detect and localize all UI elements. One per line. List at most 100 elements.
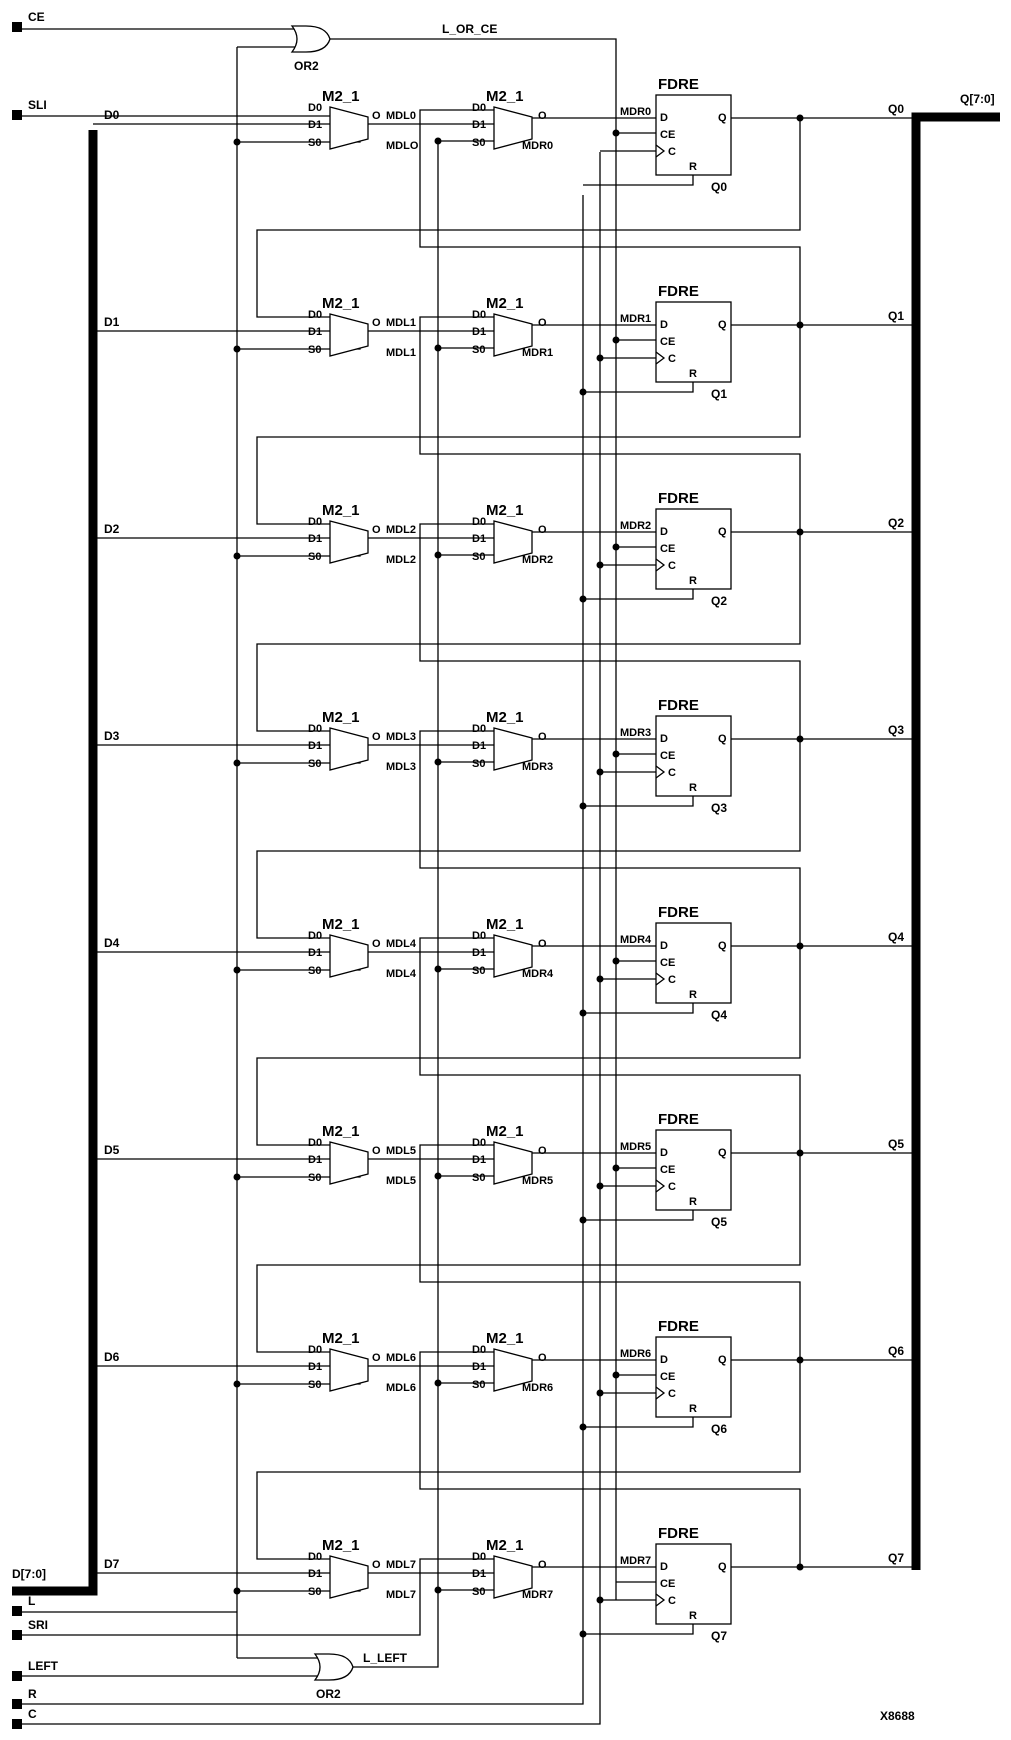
fdre-type-5: FDRE: [658, 1111, 699, 1128]
junction-dot: [579, 1630, 587, 1638]
pin-d0: D0: [472, 1137, 486, 1149]
clock-triangle-icon: [655, 765, 666, 779]
net-label-mdl-4: MDL4: [386, 938, 417, 950]
junction-dot: [434, 758, 442, 766]
mux-left-type-7: M2_1: [322, 1537, 360, 1554]
mux-left-4: [329, 934, 369, 978]
junction-dot: [233, 345, 241, 353]
feedback-left-5: [256, 1153, 801, 1353]
pin-ce: CE: [660, 957, 675, 969]
mux-left-type-4: M2_1: [322, 916, 360, 933]
pin-r: R: [689, 575, 697, 587]
q-bit-label-7: Q7: [888, 1551, 904, 1565]
pin-o: O: [372, 317, 381, 329]
net-label-mdr-1: MDR1: [620, 313, 651, 325]
pin-s0: S0: [472, 1379, 485, 1391]
d-bit-label-6: D6: [104, 1350, 120, 1364]
mux-right-type-2: M2_1: [486, 502, 524, 519]
pin-d1: D1: [308, 740, 322, 752]
q-bus: [911, 112, 1000, 1570]
pin-o: O: [538, 1559, 547, 1571]
pin-s0: S0: [308, 1586, 321, 1598]
mux-left-type-2: M2_1: [322, 502, 360, 519]
pin-d1: D1: [472, 533, 486, 545]
junction-dot: [579, 1423, 587, 1431]
pin-c: C: [668, 560, 676, 572]
inst-label-mdl-6: MDL6: [386, 1382, 416, 1394]
pin-o: O: [372, 1352, 381, 1364]
junction-dot: [796, 528, 804, 536]
mux-right-type-0: M2_1: [486, 88, 524, 105]
junction-dot: [612, 1371, 620, 1379]
pin-q: Q: [718, 319, 727, 331]
pin-o: O: [538, 938, 547, 950]
pin-d0: D0: [472, 1551, 486, 1563]
pin-c: C: [668, 1595, 676, 1607]
pin-d: D: [660, 1561, 668, 1573]
inst-label-mdl-5: MDL5: [386, 1175, 416, 1187]
junction-dot: [796, 735, 804, 743]
mux-left-7: [329, 1555, 369, 1599]
input-label-sri: SRI: [28, 1618, 48, 1632]
junction-dot: [612, 957, 620, 965]
d-bit-label-2: D2: [104, 522, 120, 536]
q-bus-label: Q[7:0]: [960, 92, 995, 106]
wire-sri-d0: [419, 1558, 494, 1577]
pin-d0: D0: [308, 723, 322, 735]
wire-r-ff: [583, 589, 694, 600]
net-label-mdl-5: MDL5: [386, 1145, 416, 1157]
pin-q: Q: [718, 112, 727, 124]
net-label-mdl-6: MDL6: [386, 1352, 416, 1364]
or2-bottom-label: OR2: [316, 1687, 341, 1701]
feedback-right-5: [419, 1144, 801, 1360]
pin-d0: D0: [308, 1551, 322, 1563]
mux-left-type-1: M2_1: [322, 295, 360, 312]
net-label-mdr-3: MDR3: [620, 727, 651, 739]
pin-ce: CE: [660, 336, 675, 348]
net-label-mdr-0: MDR0: [620, 106, 651, 118]
mux-left-0: [329, 106, 369, 150]
inst-label-mdr-7: MDR7: [522, 1589, 553, 1601]
pin-d0: D0: [308, 1137, 322, 1149]
feedback-left-0: [256, 118, 801, 318]
pin-s0: S0: [472, 758, 485, 770]
pin-d1: D1: [472, 740, 486, 752]
junction-dot: [579, 802, 587, 810]
inst-label-mdr-5: MDR5: [522, 1175, 553, 1187]
inst-label-mdr-1: MDR1: [522, 347, 553, 359]
junction-dot: [233, 138, 241, 146]
fdre-2: [655, 508, 732, 590]
pin-r: R: [689, 1610, 697, 1622]
mux-right-0: [493, 106, 533, 150]
fdre-5: [655, 1129, 732, 1211]
junction-dot: [596, 354, 604, 362]
pin-d: D: [660, 319, 668, 331]
pin-d1: D1: [472, 326, 486, 338]
inst-label-q-6: Q6: [711, 1422, 727, 1436]
mux-right-type-6: M2_1: [486, 1330, 524, 1347]
pin-ce: CE: [660, 543, 675, 555]
net-label-mdr-6: MDR6: [620, 1348, 651, 1360]
d-bit-label-1: D1: [104, 315, 120, 329]
fdre-0: [655, 94, 732, 176]
pin-d1: D1: [308, 533, 322, 545]
pin-d0: D0: [308, 930, 322, 942]
pin-s0: S0: [308, 137, 321, 149]
junction-dot: [233, 1380, 241, 1388]
net-label-mdr-2: MDR2: [620, 520, 651, 532]
pin-o: O: [538, 110, 547, 122]
pin-d: D: [660, 1354, 668, 1366]
feedback-left-4: [256, 946, 801, 1146]
d-bit-label-7: D7: [104, 1557, 120, 1571]
junction-dot: [434, 1586, 442, 1594]
pin-ce: CE: [660, 1164, 675, 1176]
input-label-ce: CE: [28, 10, 45, 24]
mux-right-type-5: M2_1: [486, 1123, 524, 1140]
pin-c: C: [668, 1181, 676, 1193]
labels: CESLILSRILEFTRCOR2L_OR_CEOR2L_LEFTD[7:0]…: [12, 10, 995, 1721]
pin-s0: S0: [308, 344, 321, 356]
inst-label-mdl-3: MDL3: [386, 761, 416, 773]
mux-left-1: [329, 313, 369, 357]
fdre-1: [655, 301, 732, 383]
wire-c-rail: [22, 152, 601, 1725]
